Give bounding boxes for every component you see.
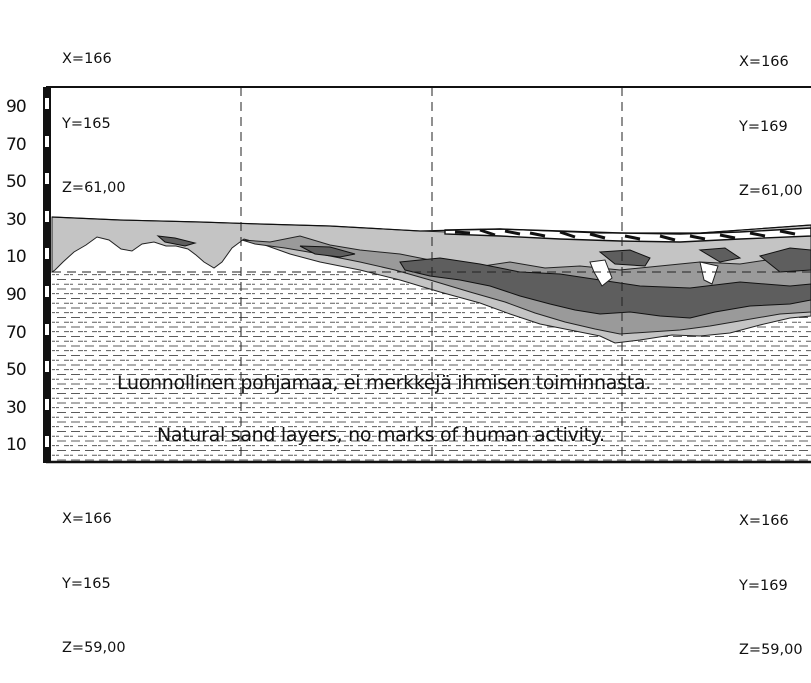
coord-x: X=166 — [739, 513, 789, 529]
note-english: Natural sand layers, no marks of human a… — [157, 424, 811, 446]
white-gap — [589, 259, 613, 287]
scale-bar — [43, 87, 51, 463]
depth-label: 70 — [6, 135, 27, 155]
depth-label: 90 — [6, 285, 27, 305]
depth-label: 50 — [6, 172, 27, 192]
coord-z: Z=61,00 — [62, 180, 126, 196]
depth-label: 10 — [6, 435, 27, 455]
dark-streak-3 — [156, 235, 197, 247]
dark-streak-6 — [758, 247, 811, 273]
coord-y: Y=165 — [62, 575, 111, 592]
coord-y: Y=169 — [739, 118, 788, 135]
coord-x: X=166 — [62, 51, 112, 67]
depth-label: 70 — [6, 323, 27, 343]
coord-y: Y=169 — [739, 577, 788, 594]
coord-x: X=166 — [739, 54, 789, 70]
corner-coords-top-left: X=166 Y=165 Z=61,00 — [62, 6, 126, 221]
note-english-text: Natural sand layers, no marks of human a… — [157, 424, 605, 446]
crust-hatching — [454, 228, 796, 242]
dark-streak-4 — [598, 249, 651, 267]
note-finnish-text: Luonnollinen pohjamaa, ei merkkejä ihmis… — [117, 372, 651, 394]
depth-label: 30 — [6, 210, 27, 230]
coord-x: X=166 — [62, 511, 112, 527]
scale-bar-gaps — [45, 98, 49, 447]
corner-coords-bottom-left: X=166 Y=165 Z=59,00 — [62, 466, 126, 681]
dark-streak-2 — [299, 245, 356, 258]
depth-label: 50 — [6, 360, 27, 380]
depth-label: 10 — [6, 247, 27, 267]
note-finnish: Luonnollinen pohjamaa, ei merkkejä ihmis… — [117, 372, 811, 394]
coord-z: Z=61,00 — [739, 183, 803, 199]
ground-surface-line — [51, 216, 811, 234]
dark-streak-5 — [698, 247, 742, 263]
dark-streak-1 — [399, 257, 811, 319]
section-drawing — [43, 86, 811, 464]
coord-y: Y=165 — [62, 115, 111, 132]
corner-coords-top-right: X=166 Y=169 Z=61,00 — [739, 9, 803, 224]
coord-z: Z=59,00 — [739, 642, 803, 658]
coord-z: Z=59,00 — [62, 640, 126, 656]
depth-label: 30 — [6, 398, 27, 418]
depth-label: 90 — [6, 97, 27, 117]
corner-coords-bottom-right: X=166 Y=169 Z=59,00 — [739, 468, 803, 683]
white-gap — [699, 261, 719, 285]
